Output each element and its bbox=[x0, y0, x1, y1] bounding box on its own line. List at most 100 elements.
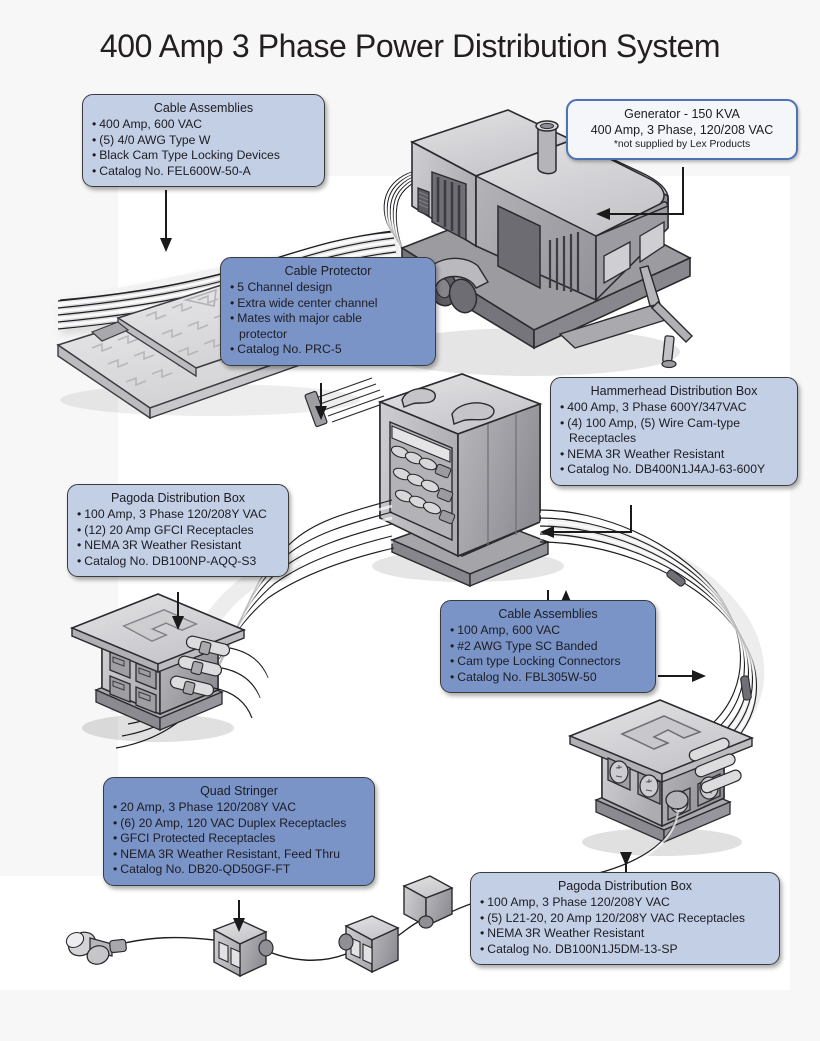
list-item: •400 Amp, 3 Phase 600Y/347VAC bbox=[560, 400, 788, 416]
bullet-glyph: • bbox=[450, 638, 455, 653]
callout-list: •100 Amp, 3 Phase 120/208Y VAC •(5) L21-… bbox=[480, 895, 770, 957]
callout-title: Pagoda Distribution Box bbox=[110, 491, 246, 505]
callout-list: •400 Amp, 3 Phase 600Y/347VAC •(4) 100 A… bbox=[560, 400, 788, 478]
generator-tongue-jack bbox=[558, 265, 693, 369]
list-item: •(5) 4/0 AWG Type W bbox=[92, 133, 315, 149]
callout-cable-assemblies-mid: Cable Assemblies •100 Amp, 600 VAC •#2 A… bbox=[440, 600, 656, 694]
list-item-text: 100 Amp, 3 Phase 120/208Y VAC bbox=[487, 895, 670, 909]
list-item: •Black Cam Type Locking Devices bbox=[92, 148, 315, 164]
bullet-glyph: • bbox=[77, 553, 82, 568]
bullet-glyph: • bbox=[77, 507, 82, 521]
callout-title: Cable Assemblies bbox=[498, 607, 598, 621]
pagoda-twistlock-receptacles bbox=[607, 756, 721, 822]
pagoda-bottom-cam-connectors bbox=[688, 737, 742, 794]
list-item: •Mates with major cable bbox=[230, 311, 426, 327]
list-item-continuation: Receptacles bbox=[569, 431, 637, 446]
callout-title: Hammerhead Distribution Box bbox=[590, 384, 758, 398]
list-item-text: #2 AWG Type SC Banded bbox=[457, 638, 598, 653]
callout-list: •100 Amp, 3 Phase 120/208Y VAC •(12) 20 … bbox=[77, 507, 279, 569]
callout-arrowheads bbox=[160, 208, 706, 932]
list-item: •Catalog No. DB20-QD50GF-FT bbox=[113, 862, 365, 878]
generator-access-hatch bbox=[603, 220, 665, 285]
bullet-glyph: • bbox=[113, 862, 118, 877]
bullet-glyph: • bbox=[230, 280, 235, 294]
callout-pagoda-distribution-box-top: Pagoda Distribution Box •100 Amp, 3 Phas… bbox=[67, 484, 289, 578]
bullet-glyph: • bbox=[92, 132, 97, 147]
list-item: •Extra wide center channel bbox=[230, 296, 426, 312]
bullet-glyph: • bbox=[560, 415, 565, 430]
list-item-text: 100 Amp, 600 VAC bbox=[457, 623, 561, 637]
callout-cable-protector: Cable Protector •5 Channel design •Extra… bbox=[220, 257, 436, 367]
generator-line-1: Generator - 150 KVA bbox=[624, 107, 740, 121]
list-item: •100 Amp, 3 Phase 120/208Y VAC bbox=[77, 507, 279, 523]
generator-side-louvers bbox=[548, 232, 580, 292]
list-item-text: NEMA 3R Weather Resistant bbox=[487, 926, 645, 941]
list-item-text: Catalog No. DB20-QD50GF-FT bbox=[120, 862, 291, 877]
list-item: •100 Amp, 600 VAC bbox=[450, 623, 646, 639]
bullet-glyph: • bbox=[450, 654, 455, 669]
list-item-text: Catalog No. DB100N1J5DM-13-SP bbox=[487, 941, 678, 956]
generator-vent-louvers bbox=[431, 171, 467, 242]
bullet-glyph: • bbox=[113, 831, 118, 846]
bullet-glyph: • bbox=[230, 342, 235, 357]
list-item: •NEMA 3R Weather Resistant bbox=[560, 447, 788, 463]
list-item-text: NEMA 3R Weather Resistant bbox=[567, 446, 725, 461]
bullet-glyph: • bbox=[92, 117, 97, 131]
list-item: •(12) 20 Amp GFCI Receptacles bbox=[77, 523, 279, 539]
pagoda-cam-connectors bbox=[169, 635, 231, 697]
list-item: •GFCI Protected Receptacles bbox=[113, 831, 365, 847]
bullet-glyph: • bbox=[480, 926, 485, 941]
list-item-text: 5 Channel design bbox=[237, 280, 333, 294]
list-item-text: Catalog No. DB100NP-AQQ-S3 bbox=[84, 553, 257, 568]
cable-bundle-to-generator bbox=[383, 171, 429, 253]
quad-stringer-inlet-plug bbox=[65, 931, 127, 965]
callout-list: •400 Amp, 600 VAC •(5) 4/0 AWG Type W •B… bbox=[92, 117, 315, 179]
cable-protector-channel-exits bbox=[315, 377, 389, 423]
bullet-glyph: • bbox=[450, 669, 455, 684]
list-item-text: GFCI Protected Receptacles bbox=[120, 831, 276, 846]
list-item-text: (5) L21-20, 20 Amp 120/208Y VAC Receptac… bbox=[487, 910, 745, 925]
callout-title: Cable Protector bbox=[284, 264, 372, 278]
list-item: •(6) 20 Amp, 120 VAC Duplex Receptacles bbox=[113, 816, 365, 832]
list-item-text: Black Cam Type Locking Devices bbox=[99, 148, 280, 163]
bullet-glyph: • bbox=[113, 846, 118, 861]
list-item: •Catalog No. DB100N1J5DM-13-SP bbox=[480, 942, 770, 958]
generator-line-3: *not supplied by Lex Products bbox=[613, 139, 751, 150]
callout-cable-assemblies-top: Cable Assemblies •400 Amp, 600 VAC •(5) … bbox=[82, 94, 325, 188]
list-item-text: Catalog No. FEL600W-50-A bbox=[99, 163, 251, 178]
list-item-text: Catalog No. DB400N1J4AJ-63-600Y bbox=[567, 462, 766, 477]
list-item: •(5) L21-20, 20 Amp 120/208Y VAC Recepta… bbox=[480, 911, 770, 927]
callout-hammerhead-distribution-box: Hammerhead Distribution Box •400 Amp, 3 … bbox=[550, 377, 798, 487]
bullet-glyph: • bbox=[480, 895, 485, 909]
callout-generator: Generator - 150 KVA 400 Amp, 3 Phase, 12… bbox=[566, 99, 798, 161]
list-item-text: (4) 100 Amp, (5) Wire Cam-type bbox=[567, 415, 740, 430]
list-item: •NEMA 3R Weather Resistant bbox=[480, 926, 770, 942]
list-item-text: Cam type Locking Connectors bbox=[457, 654, 621, 669]
bullet-glyph: • bbox=[113, 800, 118, 814]
bullet-glyph: • bbox=[77, 522, 82, 537]
list-item-text: NEMA 3R Weather Resistant bbox=[84, 538, 242, 553]
callout-list: •100 Amp, 600 VAC •#2 AWG Type SC Banded… bbox=[450, 623, 646, 685]
generator-exhaust-stack bbox=[535, 120, 559, 175]
callout-pagoda-distribution-box-bottom: Pagoda Distribution Box •100 Amp, 3 Phas… bbox=[470, 872, 780, 966]
pagoda-distribution-box-twistlock bbox=[429, 699, 755, 927]
hammerhead-carry-handle bbox=[401, 387, 495, 425]
list-item: •100 Amp, 3 Phase 120/208Y VAC bbox=[480, 895, 770, 911]
quad-stringer-feedthru-box bbox=[402, 875, 454, 929]
list-item: •(4) 100 Amp, (5) Wire Cam-type bbox=[560, 416, 788, 432]
bullet-glyph: • bbox=[113, 815, 118, 830]
callout-list: •5 Channel design •Extra wide center cha… bbox=[230, 280, 426, 358]
list-item: •Catalog No. PRC-5 bbox=[230, 342, 426, 358]
bullet-glyph: • bbox=[450, 623, 455, 637]
bullet-glyph: • bbox=[92, 148, 97, 163]
bullet-glyph: • bbox=[560, 462, 565, 477]
pagoda-recessed-handle-bottom bbox=[620, 715, 702, 750]
list-item: •Catalog No. FEL600W-50-A bbox=[92, 164, 315, 180]
list-item: •NEMA 3R Weather Resistant bbox=[77, 538, 279, 554]
list-item-text: NEMA 3R Weather Resistant, Feed Thru bbox=[120, 846, 340, 861]
list-item: •20 Amp, 3 Phase 120/208Y VAC bbox=[113, 800, 365, 816]
hammerhead-cam-receptacles bbox=[390, 445, 456, 525]
list-item-text: (5) 4/0 AWG Type W bbox=[99, 132, 211, 147]
callout-list: •20 Amp, 3 Phase 120/208Y VAC •(6) 20 Am… bbox=[113, 800, 365, 878]
generator-small-vent bbox=[417, 187, 430, 217]
